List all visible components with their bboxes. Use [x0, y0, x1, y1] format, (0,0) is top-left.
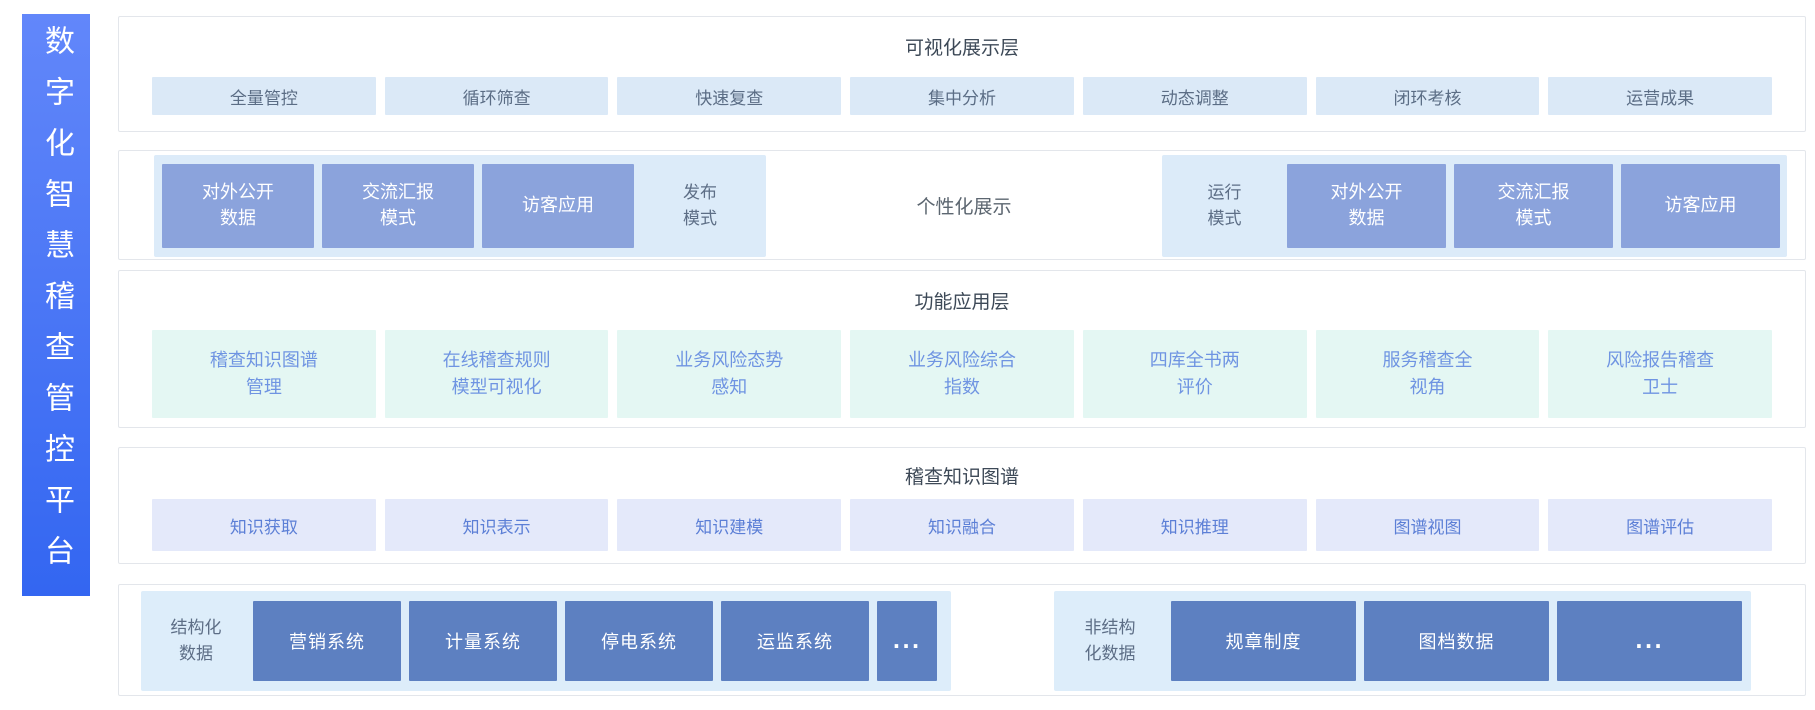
visualization-item: 快速复查	[617, 77, 842, 115]
publish-mode-label: 发布 模式	[683, 182, 717, 229]
structured-data-group: 结构化 数据 营销系统 计量系统 停电系统 运监系统 ...	[141, 591, 951, 691]
knowledge-item: 知识获取	[152, 499, 376, 551]
knowledge-item: 知识推理	[1082, 499, 1307, 551]
function-items-row: 稽查知识图谱 管理 在线稽查规则 模型可视化 业务风险态势 感知 业务风险综合 …	[152, 330, 1773, 418]
unstructured-data-group: 非结构 化数据 规章制度 图档数据 ...	[1054, 591, 1751, 691]
visualization-item: 闭环考核	[1315, 77, 1540, 115]
unstructured-more-box: ...	[1557, 601, 1742, 681]
visualization-item: 全量管控	[152, 77, 376, 115]
structured-system-box: 计量系统	[409, 601, 557, 681]
panel-data-sources: 结构化 数据 营销系统 计量系统 停电系统 运监系统 ... 非结构 化数据 规…	[118, 584, 1806, 696]
run-mode-box: 交流汇报 模式	[1454, 164, 1613, 248]
personalized-display-label: 个性化展示	[916, 195, 1012, 218]
knowledge-item: 图谱视图	[1315, 499, 1540, 551]
publish-mode-box: 访客应用	[482, 164, 634, 248]
function-item: 四库全书两 评价	[1082, 330, 1307, 418]
run-mode-box: 访客应用	[1621, 164, 1780, 248]
unstructured-data-label: 非结构 化数据	[1084, 617, 1136, 664]
platform-title: 数字化智慧稽查管控平台	[39, 24, 74, 586]
unstructured-system-box: 图档数据	[1364, 601, 1549, 681]
visualization-items-row: 全量管控 循环筛查 快速复查 集中分析 动态调整 闭环考核 运营成果	[152, 77, 1773, 115]
visualization-item: 运营成果	[1548, 77, 1773, 115]
knowledge-graph-title: 稽查知识图谱	[904, 466, 1019, 488]
knowledge-item: 知识融合	[850, 499, 1074, 551]
run-mode-group: 运行 模式 对外公开 数据 交流汇报 模式 访客应用	[1162, 155, 1787, 257]
publish-mode-box: 对外公开 数据	[162, 164, 314, 248]
function-item: 风险报告稽查 卫士	[1548, 330, 1773, 418]
knowledge-item: 图谱评估	[1548, 499, 1773, 551]
visualization-item: 集中分析	[850, 77, 1074, 115]
structured-system-box: 营销系统	[253, 601, 401, 681]
function-item: 在线稽查规则 模型可视化	[384, 330, 609, 418]
panel-visualization-layer: 可视化展示层 全量管控 循环筛查 快速复查 集中分析 动态调整 闭环考核 运营成…	[118, 16, 1806, 132]
structured-more-box: ...	[877, 601, 937, 681]
visualization-layer-title: 可视化展示层	[904, 37, 1019, 59]
panel-function-layer: 功能应用层 稽查知识图谱 管理 在线稽查规则 模型可视化 业务风险态势 感知 业…	[118, 270, 1806, 428]
structured-system-box: 运监系统	[721, 601, 869, 681]
run-mode-label: 运行 模式	[1207, 182, 1242, 229]
publish-mode-box: 交流汇报 模式	[322, 164, 474, 248]
platform-banner: 数字化智慧稽查管控平台	[22, 14, 90, 596]
function-item: 业务风险综合 指数	[850, 330, 1074, 418]
panel-display-modes: 对外公开 数据 交流汇报 模式 访客应用 发布 模式 个性化展示 运行 模式 对…	[118, 150, 1806, 260]
structured-data-label: 结构化 数据	[170, 617, 222, 664]
function-item: 服务稽查全 视角	[1315, 330, 1540, 418]
visualization-item: 动态调整	[1082, 77, 1307, 115]
unstructured-system-box: 规章制度	[1171, 601, 1356, 681]
run-mode-box: 对外公开 数据	[1287, 164, 1446, 248]
function-item: 稽查知识图谱 管理	[152, 330, 376, 418]
publish-mode-group: 对外公开 数据 交流汇报 模式 访客应用 发布 模式	[154, 155, 766, 257]
structured-system-box: 停电系统	[565, 601, 713, 681]
knowledge-items-row: 知识获取 知识表示 知识建模 知识融合 知识推理 图谱视图 图谱评估	[152, 499, 1773, 551]
knowledge-item: 知识建模	[617, 499, 842, 551]
function-item: 业务风险态势 感知	[617, 330, 842, 418]
panel-knowledge-graph: 稽查知识图谱 知识获取 知识表示 知识建模 知识融合 知识推理 图谱视图 图谱评…	[118, 447, 1806, 564]
knowledge-item: 知识表示	[384, 499, 609, 551]
visualization-item: 循环筛查	[384, 77, 609, 115]
function-layer-title: 功能应用层	[914, 291, 1010, 313]
